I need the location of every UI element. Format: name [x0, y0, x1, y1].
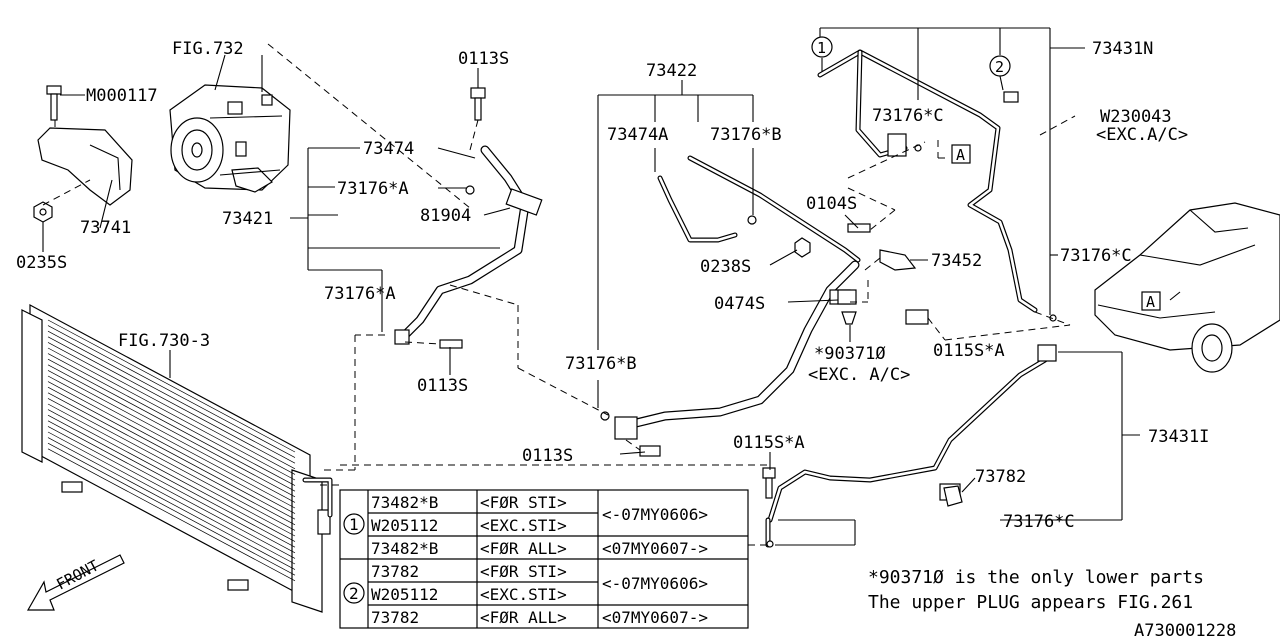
label-fig730-3[interactable]: FIG.730-3 [118, 331, 210, 351]
label-73176c-mid: 73176*C [1060, 246, 1132, 266]
label-m000117: M000117 [86, 86, 158, 106]
table-part: W205112 [371, 516, 438, 535]
bolt-0115s-a-mid[interactable] [905, 309, 929, 325]
compressor[interactable] [169, 84, 291, 193]
svg-text:2: 2 [995, 58, 1004, 76]
label-73431n: 73431N [1092, 39, 1153, 59]
table-cond: <EXC.STI> [480, 516, 567, 535]
leader-lines [42, 27, 1140, 546]
table-period: <-07MY0606> [602, 505, 708, 524]
label-73431i: 73431I [1148, 427, 1209, 447]
plug-90371[interactable] [841, 311, 857, 325]
table-part: 73482*B [371, 493, 438, 512]
label-73474: 73474 [363, 139, 414, 159]
table-marker-2: 2 [349, 584, 359, 603]
table-cond: <FØR STI> [480, 562, 567, 581]
nut-0238s[interactable] [794, 237, 811, 258]
label-73741: 73741 [80, 218, 131, 238]
table-part: 73782 [371, 562, 419, 581]
table-period: <07MY0607-> [602, 608, 708, 627]
label-73422: 73422 [646, 61, 697, 81]
bracket-73452[interactable] [879, 249, 917, 271]
label-0238s: 0238S [700, 257, 751, 277]
note-line-1: *90371Ø is the only lower parts [868, 567, 1204, 588]
label-73474a: 73474A [607, 125, 668, 145]
table-cond: <FØR ALL> [480, 608, 567, 627]
bracket-73741[interactable] [37, 127, 133, 206]
label-w230043-sub: <EXC.A/C> [1096, 125, 1188, 145]
svg-text:1: 1 [817, 39, 826, 57]
label-73176c-top: 73176*C [872, 106, 944, 126]
discharge-hose-73421[interactable] [394, 145, 543, 345]
table-part: W205112 [371, 585, 438, 604]
label-0115sa-low: 0115S*A [733, 433, 805, 453]
label-73176b-mid: 73176*B [565, 354, 637, 374]
label-81904: 81904 [420, 206, 471, 226]
marker-circle-2: 2 [989, 55, 1011, 77]
label-90371: *90371Ø [814, 344, 886, 364]
marker-box-a-pipe: A [951, 144, 971, 164]
front-arrow-icon [26, 554, 125, 611]
applicability-table: 1 2 73482*B <FØR STI> <-07MY0606> W20511… [339, 489, 749, 629]
label-73421: 73421 [222, 209, 273, 229]
label-w230043: W230043 [1100, 107, 1172, 127]
label-0113s-low: 0113S [522, 446, 573, 466]
label-0235s: 0235S [16, 253, 67, 273]
table-part: 73482*B [371, 539, 438, 558]
table-period: <07MY0607-> [602, 539, 708, 558]
table-cond: <EXC.STI> [480, 585, 567, 604]
pipe-73431n[interactable] [817, 49, 1038, 313]
label-73176a-2: 73176*A [324, 284, 396, 304]
label-0474s: 0474S [714, 294, 765, 314]
callout-labels: FIG.732 M000117 73741 0235S 0113S 73474 … [16, 39, 1209, 532]
table-period: <-07MY0606> [602, 574, 708, 593]
car-sketch [1094, 202, 1280, 373]
label-90371-sub: <EXC. A/C> [808, 365, 910, 385]
label-0115sa-mid: 0115S*A [933, 341, 1005, 361]
label-0113s-top: 0113S [458, 49, 509, 69]
label-73176a-1: 73176*A [337, 179, 409, 199]
label-0113s-mid: 0113S [417, 376, 468, 396]
label-fig732[interactable]: FIG.732 [172, 39, 244, 59]
bolt-m000117[interactable] [46, 85, 62, 121]
table-part: 73782 [371, 608, 419, 627]
bolt-0113s-top[interactable] [470, 87, 486, 121]
label-73176b-top: 73176*B [710, 125, 782, 145]
condenser[interactable] [21, 303, 331, 613]
suction-hose-73422[interactable] [614, 155, 861, 440]
note-line-2: The upper PLUG appears FIG.261 [868, 592, 1193, 613]
table-cond: <FØR STI> [480, 493, 567, 512]
condenser-inlet-pipe [302, 477, 771, 548]
label-73452: 73452 [931, 251, 982, 271]
clip-73782[interactable] [943, 485, 963, 507]
marker-circle-1: 1 [811, 36, 833, 58]
bolt-0104s[interactable] [847, 223, 871, 233]
diagram-id: A730001228 [1134, 621, 1236, 640]
table-cond: <FØR ALL> [480, 539, 567, 558]
label-73176c-low: 73176*C [1003, 512, 1075, 532]
bolt-0113s-mid[interactable] [439, 339, 463, 349]
label-0104s: 0104S [806, 194, 857, 214]
bolt-0474s[interactable] [837, 289, 857, 305]
marker-box-a-car: A [1141, 291, 1161, 311]
front-label: FRONT [53, 556, 101, 593]
label-73782: 73782 [975, 467, 1026, 487]
bolt-0113s-low[interactable] [639, 445, 661, 457]
svg-text:A: A [956, 146, 965, 164]
nut-0235s[interactable] [33, 201, 53, 223]
table-marker-1: 1 [349, 515, 359, 534]
bolt-0115s-a-low[interactable] [762, 467, 776, 499]
svg-text:A: A [1146, 293, 1155, 311]
